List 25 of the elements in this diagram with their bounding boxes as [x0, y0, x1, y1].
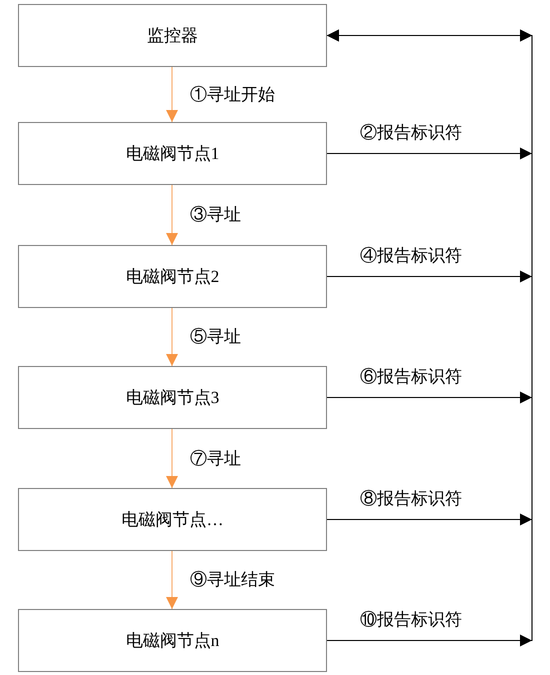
node-box: [18, 366, 327, 429]
node-box: [18, 609, 327, 672]
arrow: [166, 308, 178, 366]
box-label: 监控器: [147, 25, 198, 47]
node-box: [18, 245, 327, 308]
node-box: [18, 122, 327, 185]
edge-label: ⑦寻址: [188, 446, 243, 470]
edge-label: ⑩报告标识符: [358, 608, 464, 630]
arrow: [166, 66, 178, 122]
box-label: 电磁阀节点2: [126, 266, 220, 288]
edge-label: ①寻址开始: [188, 82, 277, 106]
arrow: [166, 428, 178, 488]
box-label: 电磁阀节点3: [126, 387, 220, 409]
arrow: [166, 550, 178, 610]
node-box: [18, 488, 327, 551]
box-label: 电磁阀节点n: [126, 630, 220, 652]
arrow: [326, 30, 532, 646]
monitor-box: [18, 4, 327, 67]
box-label: 电磁阀节点…: [122, 509, 224, 531]
box-label: 电磁阀节点1: [126, 143, 220, 165]
edge-label: ⑧报告标识符: [358, 486, 464, 510]
edge-label: ②报告标识符: [358, 120, 464, 144]
arrow: [166, 184, 178, 246]
edge-label: ⑥报告标识符: [358, 364, 464, 388]
edge-label: ④报告标识符: [358, 244, 464, 266]
